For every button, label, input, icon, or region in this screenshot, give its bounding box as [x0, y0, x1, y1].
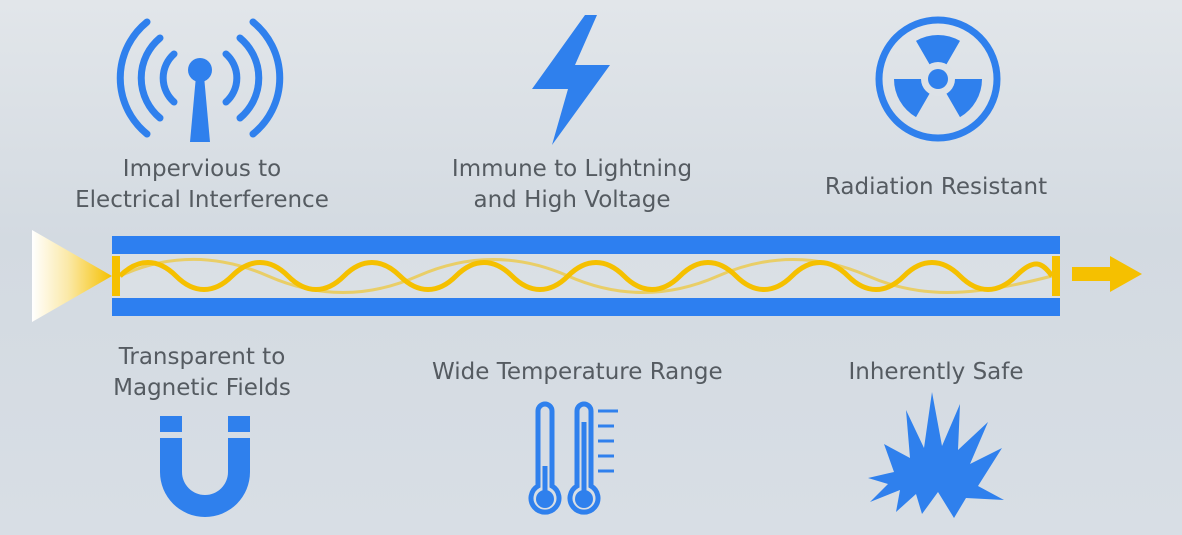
feature-label-line: Transparent to	[118, 344, 286, 370]
feature-label-line: Radiation Resistant	[824, 174, 1048, 200]
feature-label-line: Impervious to	[122, 156, 282, 182]
feature-label-line: Inherently Safe	[848, 359, 1024, 385]
feature-label-temperature: Wide Temperature Range	[432, 357, 723, 388]
lightning-bolt-icon	[530, 15, 612, 145]
feature-label-lightning: Immune to Lightning and High Voltage	[432, 154, 712, 216]
feature-label-line: Immune to Lightning	[451, 156, 693, 182]
feature-label-line: Wide Temperature Range	[432, 359, 723, 385]
radiation-icon	[874, 15, 1002, 143]
feature-label-interference: Impervious to Electrical Interference	[62, 154, 342, 216]
feature-label-safe: Inherently Safe	[796, 357, 1076, 388]
feature-label-radiation: Radiation Resistant	[796, 172, 1076, 203]
feature-label-line: Electrical Interference	[75, 187, 329, 213]
antenna-signal-icon	[116, 10, 284, 148]
thermometer-icon	[522, 401, 622, 522]
light-source-icon	[20, 228, 120, 324]
feature-label-line: Magnetic Fields	[113, 375, 291, 401]
optical-fiber	[108, 232, 1064, 322]
light-wave	[118, 260, 1055, 292]
magnet-icon	[160, 416, 250, 517]
feature-label-magnetic: Transparent to Magnetic Fields	[62, 342, 342, 404]
fiber-cladding-bottom	[112, 298, 1060, 316]
explosion-icon	[866, 390, 1006, 520]
arrow-right-icon	[1072, 254, 1144, 294]
fiber-cladding-top	[112, 236, 1060, 254]
feature-label-line: and High Voltage	[473, 187, 671, 213]
